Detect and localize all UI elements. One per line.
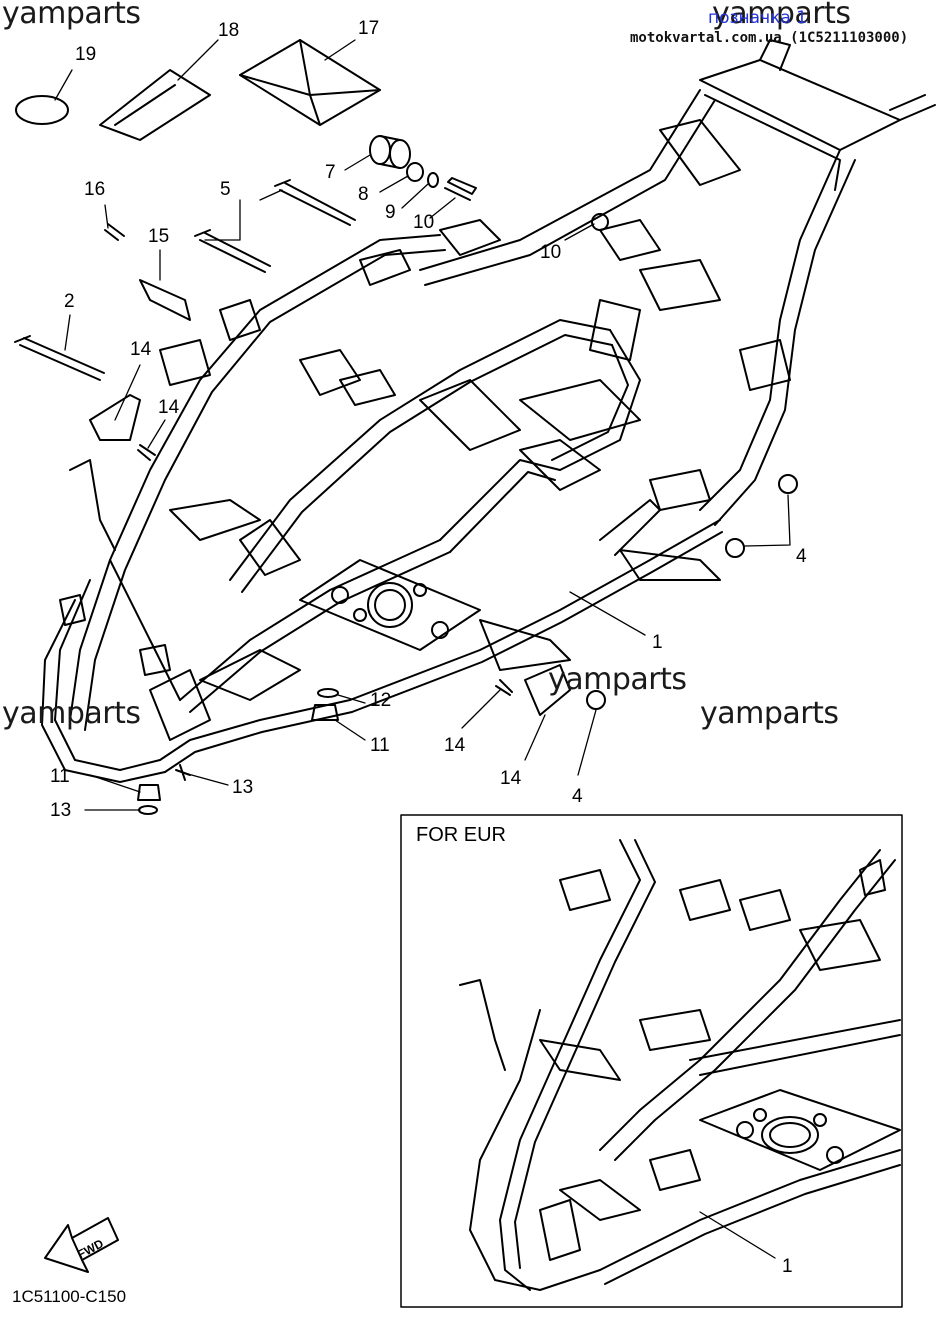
callout-10: 11: [50, 766, 70, 787]
inset-frame: [459, 839, 901, 1291]
callout-13: 14: [500, 768, 522, 789]
header-site: motokvartal.com.ua (1C5211103000): [630, 30, 909, 46]
callout-3: 5: [220, 179, 231, 200]
watermark: yamparts: [2, 0, 141, 31]
callout-6: 8: [358, 184, 369, 205]
inset-box: [400, 814, 903, 1308]
part-10-grommet-a: [311, 704, 339, 721]
part-7-washer: [427, 172, 439, 188]
part-4-nut-a: [778, 474, 798, 494]
part-13-bracket-b: [524, 664, 571, 716]
callout-15: 15: [148, 226, 169, 247]
part-4-nut-b: [725, 538, 745, 558]
inset-title: FOR EUR: [416, 824, 506, 846]
callout-9: 10: [540, 242, 561, 263]
callout-13: 14: [130, 339, 152, 360]
callout-17: 17: [358, 18, 379, 39]
header-link[interactable]: позначка 1: [708, 8, 808, 28]
watermark: yamparts: [2, 696, 141, 731]
watermark: yamparts: [700, 696, 839, 731]
callout-16: 16: [84, 179, 105, 200]
part-13-bracket-a: [89, 394, 141, 441]
part-6-washer: [406, 162, 424, 182]
inset-callout-1: 1: [782, 1256, 793, 1277]
callout-1: 1: [652, 632, 663, 653]
part-11-clip-a: [317, 688, 339, 698]
part-9-nut: [591, 213, 609, 231]
part-15-bracket: [139, 279, 191, 321]
callout-8: 10: [413, 212, 434, 233]
callout-10: 11: [370, 735, 390, 756]
callout-19: 19: [75, 44, 96, 65]
part-3-bolt-b: [194, 229, 271, 273]
part-16-bolt: [104, 223, 125, 241]
callout-2: 2: [64, 291, 75, 312]
watermark: yamparts: [712, 0, 851, 31]
part-12-screw: [175, 764, 191, 781]
part-4-nut-c: [586, 690, 606, 710]
callout-11: 13: [50, 800, 71, 821]
part-3-bolt-a: [274, 179, 356, 226]
part-14-screw-a: [137, 444, 156, 461]
part-17-bag: [239, 39, 381, 126]
callout-4: 4: [572, 786, 583, 807]
part-19-ring: [15, 95, 69, 125]
watermark: yamparts: [548, 662, 687, 697]
callout-7: 9: [385, 202, 396, 223]
part-2-bolt: [14, 335, 105, 381]
diagram-code: 1C51100-C150: [12, 1287, 127, 1306]
part-18-plate: [99, 69, 211, 141]
callout-4: 4: [796, 546, 807, 567]
fwd-arrow: [44, 1217, 119, 1273]
callout-12: 13: [232, 777, 253, 798]
part-14-screw-b: [495, 679, 513, 696]
callout-11: 12: [370, 690, 391, 711]
callout-18: 18: [218, 20, 239, 41]
part-5-collar: [369, 135, 411, 169]
callout-14: 14: [158, 397, 180, 418]
callout-5: 7: [325, 162, 336, 183]
part-8-bolt: [444, 177, 477, 201]
callout-14: 14: [444, 735, 466, 756]
part-11-clip-b: [138, 805, 158, 815]
part-10-grommet-b: [137, 784, 161, 801]
frame-assembly: [41, 39, 936, 783]
